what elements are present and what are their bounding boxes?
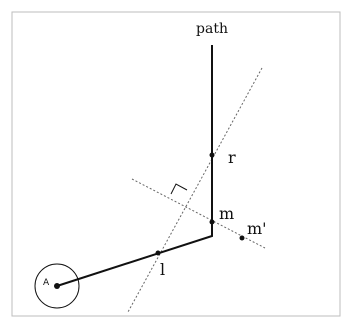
point-l xyxy=(155,250,161,256)
label-a: A xyxy=(43,278,50,288)
diagram-frame xyxy=(11,11,341,317)
label-m-prime: m' xyxy=(247,219,267,238)
label-r: r xyxy=(228,148,236,167)
point-m-prime xyxy=(239,235,245,241)
label-path: path xyxy=(196,21,228,37)
perpendicular-guide-line xyxy=(131,178,266,249)
label-m: m xyxy=(219,204,234,223)
point-m xyxy=(209,219,215,225)
right-angle-marker xyxy=(170,183,188,195)
label-l: l xyxy=(160,260,165,279)
start-circle xyxy=(34,263,80,309)
point-r xyxy=(209,152,215,158)
path-line xyxy=(56,45,213,287)
point-a xyxy=(54,283,60,289)
bisector-guide-line xyxy=(127,67,263,313)
